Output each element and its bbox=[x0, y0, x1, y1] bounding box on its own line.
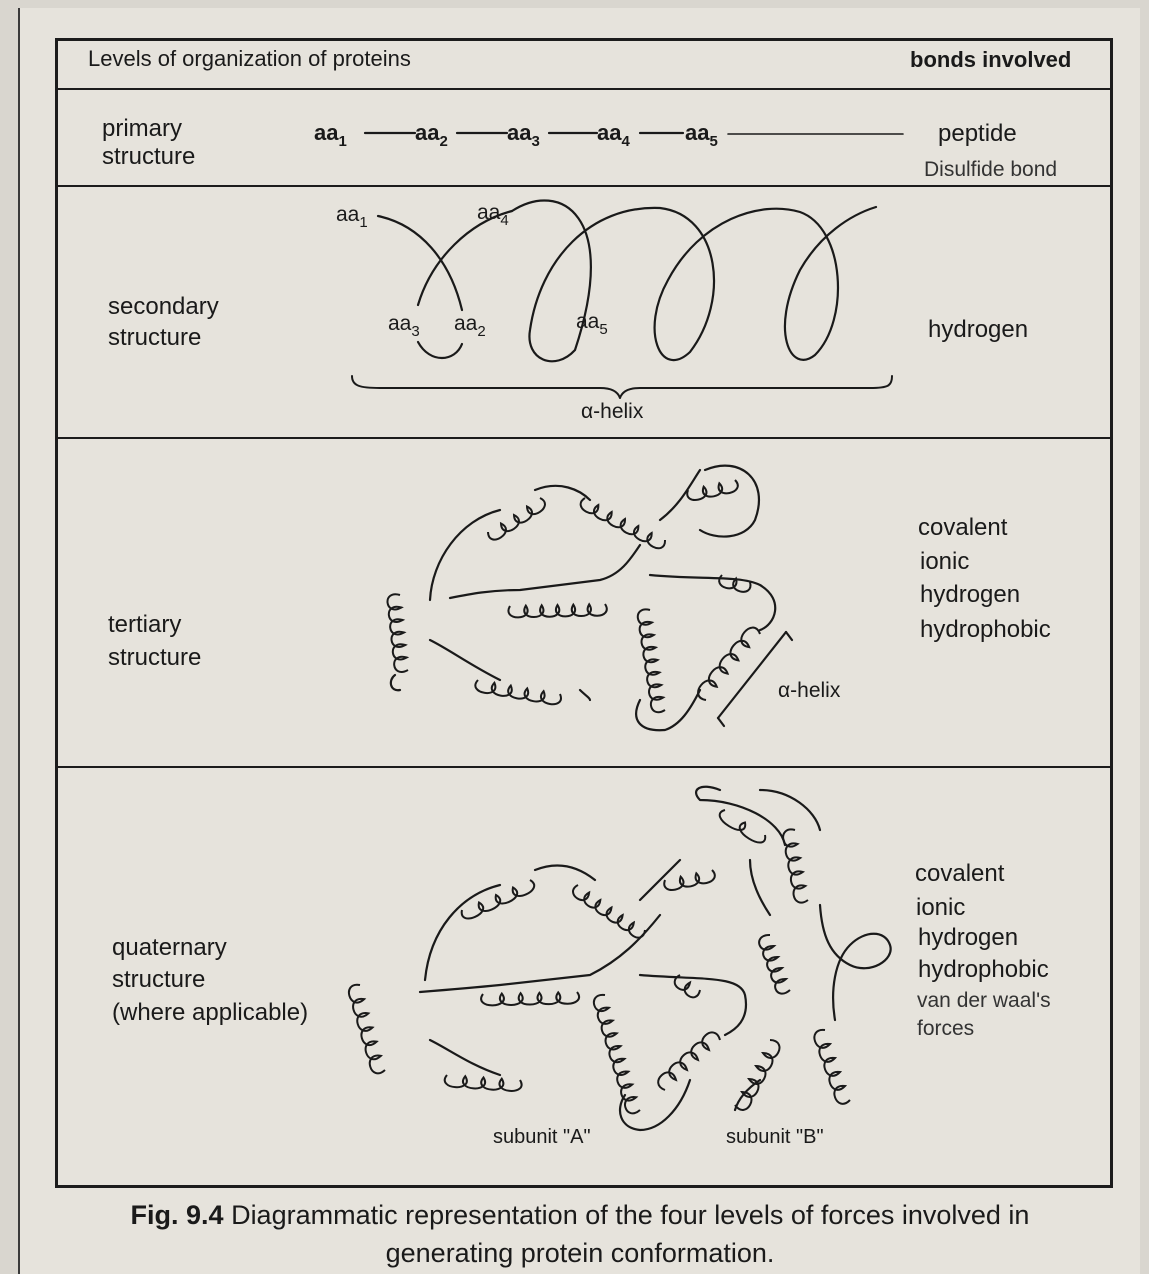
primary-amino-acid-4: aa4 bbox=[597, 120, 630, 150]
helix-coil bbox=[594, 995, 640, 1114]
primary-amino-acid-2: aa2 bbox=[415, 120, 448, 150]
subunit-b-label: subunit "B" bbox=[726, 1126, 824, 1148]
helix-coil bbox=[508, 604, 606, 617]
helix-strand bbox=[418, 211, 512, 305]
label-aa4: aa4 bbox=[477, 201, 509, 229]
helix-bracket-line bbox=[718, 632, 786, 718]
helix-coil bbox=[664, 870, 715, 890]
helix-coil bbox=[687, 480, 738, 500]
label-aa1: aa1 bbox=[336, 203, 368, 231]
tertiary-alpha-helix-label: α-helix bbox=[778, 679, 841, 702]
helix-coil bbox=[481, 992, 579, 1005]
helix-bracket-line bbox=[718, 718, 724, 726]
helix-brace bbox=[352, 376, 892, 398]
helix-coil bbox=[759, 935, 790, 994]
helix-coil bbox=[581, 498, 665, 548]
helix-coil bbox=[512, 200, 876, 361]
label-aa3: aa3 bbox=[388, 312, 420, 340]
figure-caption-line-2: generating protein conformation. bbox=[20, 1236, 1140, 1270]
caption-text-1: Diagrammatic representation of the four … bbox=[224, 1200, 1030, 1230]
primary-amino-acid-3: aa3 bbox=[507, 120, 540, 150]
helix-coil bbox=[387, 594, 408, 672]
label-aa2: aa2 bbox=[454, 312, 486, 340]
helix-coil bbox=[735, 1040, 779, 1110]
label-alpha-helix: α-helix bbox=[581, 400, 644, 423]
helix-coil bbox=[445, 1075, 522, 1091]
tertiary-chain bbox=[391, 466, 775, 731]
figure-caption-line-1: Fig. 9.4 Diagrammatic representation of … bbox=[20, 1198, 1140, 1232]
helix-coil bbox=[698, 628, 760, 700]
helix-coil bbox=[488, 498, 545, 540]
primary-amino-acid-1: aa1 bbox=[314, 120, 347, 150]
helix-coil bbox=[573, 885, 645, 938]
helix-coil bbox=[814, 1030, 850, 1104]
subunit-a-label: subunit "A" bbox=[493, 1126, 591, 1148]
helix-turn bbox=[418, 342, 462, 358]
helix-bracket-line bbox=[786, 632, 792, 640]
helix-coil bbox=[638, 609, 665, 712]
primary-chain: aa1 aa2 aa3 aa4 aa5 bbox=[314, 120, 718, 150]
quaternary-chain bbox=[420, 787, 891, 1130]
helix-coil bbox=[783, 829, 808, 902]
figure-number: Fig. 9.4 bbox=[131, 1200, 224, 1230]
primary-amino-acid-5: aa5 bbox=[685, 120, 718, 150]
helix-coil bbox=[349, 985, 385, 1074]
helix-coil bbox=[475, 680, 561, 704]
